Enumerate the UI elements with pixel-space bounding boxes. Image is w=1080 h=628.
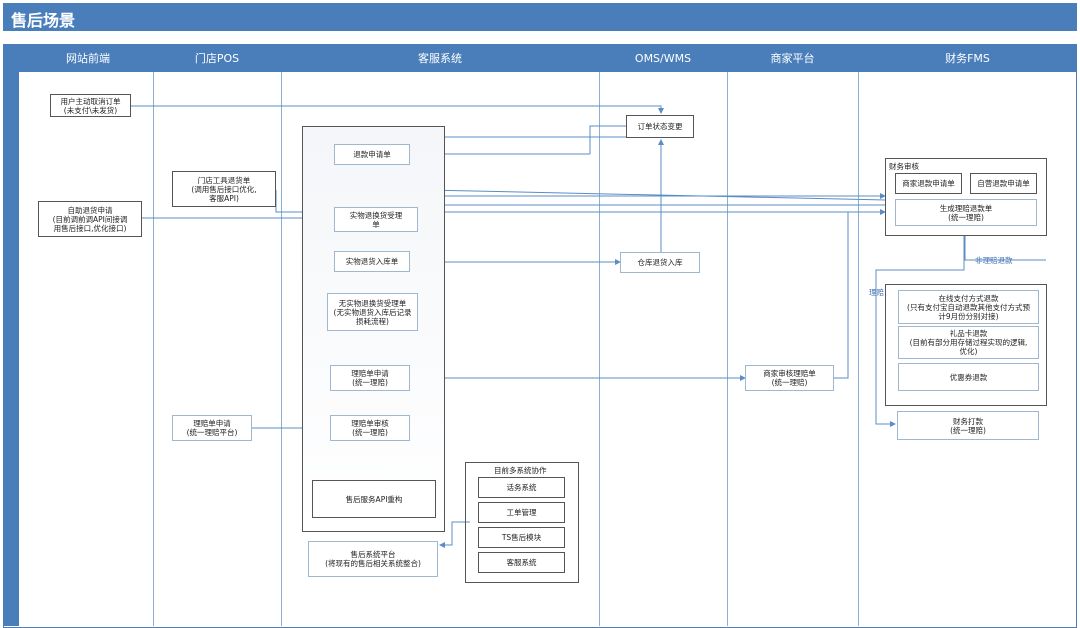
edge (589, 125, 626, 154)
node-text: 退款申请单 (353, 150, 391, 159)
lane-header: 网站前端 门店POS 客服系统 OMS/WMS 商家平台 财务FMS (3, 44, 1077, 72)
node-gift-card-refund: 礼品卡退款(目前有部分用存储过程实现的逻辑,优化) (898, 326, 1039, 359)
node-text: 实物退换货受理单 (349, 210, 403, 229)
node-text: 客服系统 (506, 558, 537, 567)
node-text: TS售后模块 (501, 533, 542, 542)
page-title: 售后场景 (11, 11, 76, 30)
node-text: 无实物退换货受理单(无实物退货入库后记录损耗流程) (333, 298, 412, 326)
node-finance-payment: 财务打款(统一理赔) (897, 411, 1039, 440)
node-text: 仓库退货入库 (637, 258, 683, 267)
edge (371, 164, 886, 199)
node-text: 自助退货申请(目前调前调API间接调用售后接口,优化接口) (52, 205, 128, 233)
lane-header-pos: 门店POS (194, 52, 240, 65)
node-text: 实物退货入库单 (345, 257, 399, 266)
node-sys-cs: 客服系统 (478, 552, 565, 573)
swimlane-left-strip (3, 72, 19, 626)
node-store-claim-apply: 理赔单申请(统一理赔平台) (172, 415, 252, 441)
node-warehouse-return-inbound: 仓库退货入库 (620, 252, 700, 273)
lane-divider (153, 72, 154, 626)
lane-header-oms: OMS/WMS (634, 52, 692, 65)
lane-header-web: 网站前端 (66, 52, 110, 65)
node-text: 商家退款申请单 (902, 179, 955, 188)
node-user-cancel-order: 用户主动取消订单(未支付\未发货) (50, 94, 131, 117)
node-sys-workorder: 工单管理 (478, 502, 565, 523)
node-generate-claim-refund: 生成理赔退款单(统一理赔) (895, 199, 1037, 226)
node-text: 订单状态变更 (637, 122, 683, 131)
node-claim-apply: 理赔单申请(统一理赔) (330, 365, 410, 391)
node-merchant-refund-apply: 商家退款申请单 (895, 173, 962, 194)
edge-label-claim: 理赔 (869, 288, 884, 297)
node-text: 在线支付方式退款(只有支付宝自动退款其他支付方式预计9月份分别对接) (907, 293, 1030, 321)
edge (439, 521, 470, 548)
node-text: 理赔单审核(统一理赔) (351, 419, 389, 437)
node-physical-return-inbound: 实物退货入库单 (334, 251, 410, 272)
node-nonphysical-return-accept: 无实物退换货受理单(无实物退货入库后记录损耗流程) (327, 293, 418, 331)
title-bar: 售后场景 (3, 3, 1077, 31)
node-aftersale-api: 售后服务API重构 (312, 480, 436, 518)
lane-divider (727, 72, 728, 626)
node-text: 用户主动取消订单(未支付\未发货) (60, 96, 121, 115)
lane-divider (858, 72, 859, 626)
node-text: 财务打款(统一理赔) (950, 416, 986, 435)
lane-header-merchant: 商家平台 (770, 52, 815, 65)
node-sys-ts: TS售后模块 (478, 527, 565, 548)
node-text: 门店工具退货单(调用售后接口优化,客服API) (191, 175, 257, 203)
node-self-refund-apply: 自营退款申请单 (970, 173, 1037, 194)
node-text: 话务系统 (506, 483, 537, 492)
edge (834, 211, 885, 379)
edge (418, 189, 887, 313)
node-text: 商家审核理赔单(统一理赔) (763, 369, 816, 387)
edge (419, 136, 661, 150)
node-text: 礼品卡退款(目前有部分用存储过程实现的逻辑,优化) (909, 329, 1028, 356)
node-text: 售后系统平台(将现有的售后相关系统整合) (325, 550, 421, 568)
node-text: 优惠券退款 (949, 372, 988, 382)
finance-review-group: 财务审核 (885, 158, 1047, 236)
node-text: 工单管理 (506, 508, 537, 517)
node-text: 理赔单申请(统一理赔平台) (186, 419, 238, 437)
node-text: 理赔单申请(统一理赔) (351, 369, 389, 387)
node-coupon-refund: 优惠券退款 (898, 363, 1039, 391)
lane-header-cs: 客服系统 (418, 52, 462, 65)
edge (131, 105, 664, 114)
edge (964, 236, 1046, 261)
node-online-pay-refund: 在线支付方式退款(只有支付宝自动退款其他支付方式预计9月份分别对接) (898, 290, 1039, 324)
lane-header-fms: 财务FMS (945, 52, 990, 65)
multi-system-group: 目前多系统协作 (465, 462, 579, 583)
node-store-tool-return: 门店工具退货单(调用售后接口优化,客服API) (172, 171, 276, 207)
edge (410, 204, 885, 429)
node-refund-apply: 退款申请单 (334, 144, 410, 165)
node-text: 售后服务API重构 (345, 494, 403, 504)
node-physical-return-accept: 实物退换货受理单 (334, 207, 418, 232)
multi-system-group-title: 目前多系统协作 (494, 466, 547, 475)
edge (418, 209, 886, 223)
node-aftersale-platform: 售后系统平台(将现有的售后相关系统整合) (308, 541, 438, 577)
lane-divider (281, 72, 282, 626)
node-auto-return-apply: 自助退货申请(目前调前调API间接调用售后接口,优化接口) (38, 201, 142, 237)
edge-label-non-claim-refund: 非理赔退款 (975, 256, 1013, 265)
node-order-status-change: 订单状态变更 (626, 115, 694, 138)
node-text: 自营退款申请单 (977, 179, 1030, 188)
refund-methods-group (885, 284, 1047, 406)
node-claim-review: 理赔单审核(统一理赔) (330, 415, 410, 441)
finance-review-group-title: 财务审核 (889, 162, 919, 171)
node-merchant-claim-review: 商家审核理赔单(统一理赔) (745, 365, 834, 391)
edge (875, 236, 965, 427)
node-text: 生成理赔退款单(统一理赔) (939, 203, 993, 222)
lane-divider (599, 72, 600, 626)
node-sys-ticket: 话务系统 (478, 477, 565, 498)
